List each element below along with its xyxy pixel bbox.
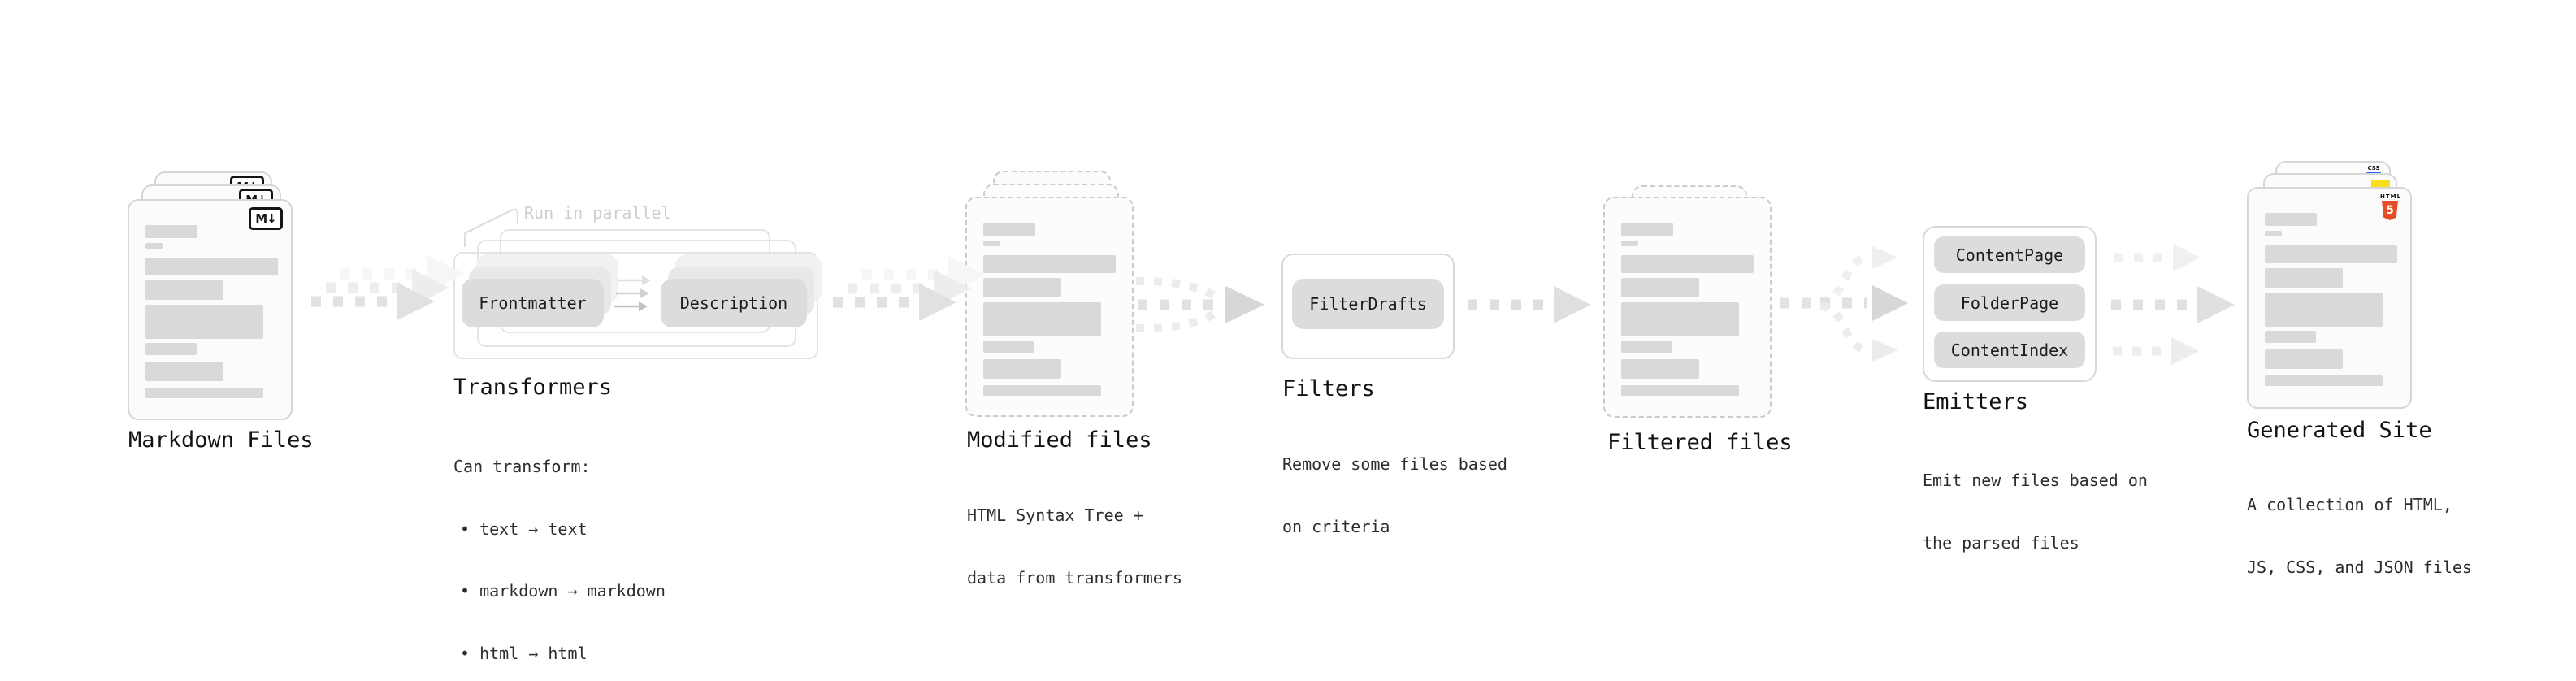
generated-site-description: A collection of HTML, JS, CSS, and JSON … — [2247, 453, 2472, 619]
text-placeholder-bar — [145, 243, 163, 249]
html5-icon: HTML 5 — [2380, 194, 2400, 220]
css-icon-label: CSS — [2367, 165, 2380, 171]
transformers-bullet: • html → html — [460, 643, 588, 663]
text-placeholder-bar — [1621, 302, 1739, 336]
text-placeholder-bar — [2265, 245, 2397, 263]
html5-icon-word: HTML — [2380, 193, 2402, 200]
arrow-markdown-to-transformers — [311, 255, 464, 320]
emitters-frame — [1923, 226, 2097, 382]
text-placeholder-bar — [145, 258, 278, 275]
filters-description: Remove some files based on criteria — [1282, 413, 1507, 579]
arrow-transformers-to-modified — [833, 256, 986, 321]
text-placeholder-bar — [2265, 213, 2317, 226]
text-placeholder-bar — [1621, 241, 1638, 246]
text-placeholder-bar — [145, 362, 223, 381]
filters-frame — [1281, 254, 1455, 359]
text-placeholder-bar — [983, 241, 1000, 246]
emitters-description: Emit new files based on the parsed files — [1923, 429, 2148, 595]
folderpage-pill: FolderPage — [1934, 284, 2085, 321]
generated-site-label: Generated Site — [2247, 418, 2432, 443]
modified-files-label: Modified files — [967, 427, 1152, 453]
modified-files-desc-line: HTML Syntax Tree + — [967, 505, 1143, 525]
run-in-parallel-annotation: Run in parallel — [524, 203, 671, 223]
modified-files-description: HTML Syntax Tree + data from transformer… — [967, 464, 1182, 630]
text-placeholder-bar — [2265, 349, 2343, 369]
filters-title: Filters — [1282, 376, 1375, 401]
text-placeholder-bar — [1621, 385, 1739, 396]
text-placeholder-bar — [145, 388, 263, 398]
filters-desc-line: Remove some files based — [1282, 454, 1507, 474]
text-placeholder-bar — [2265, 293, 2383, 327]
transformers-title: Transformers — [453, 375, 613, 400]
text-placeholder-bar — [1621, 340, 1672, 353]
modified-files-desc-line: data from transformers — [967, 567, 1182, 588]
text-placeholder-bar — [983, 302, 1101, 336]
text-placeholder-bar — [145, 305, 263, 339]
modified-file-card-front — [965, 197, 1134, 417]
text-placeholder-bar — [1621, 278, 1699, 297]
text-placeholder-bar — [1621, 223, 1673, 236]
text-placeholder-bar — [2265, 268, 2343, 288]
html5-icon-shield: 5 — [2382, 201, 2398, 220]
markdown-icon: M↓ — [249, 207, 283, 230]
text-placeholder-bar — [2265, 375, 2383, 386]
filterdrafts-pill: FilterDrafts — [1292, 279, 1444, 329]
generated-site-desc-line: A collection of HTML, — [2247, 495, 2452, 514]
text-placeholder-bar — [983, 359, 1061, 379]
text-placeholder-bar — [983, 255, 1116, 273]
text-placeholder-bar — [983, 278, 1061, 297]
text-placeholder-bar — [145, 225, 197, 238]
text-placeholder-bar — [983, 385, 1101, 396]
markdown-file-card-front: M↓ — [128, 199, 293, 420]
generated-site-desc-line: JS, CSS, and JSON files — [2247, 557, 2472, 577]
text-placeholder-bar — [1621, 255, 1754, 273]
filters-desc-line: on criteria — [1282, 516, 1390, 536]
text-placeholder-bar — [983, 223, 1035, 236]
text-placeholder-bar — [2265, 331, 2316, 343]
text-placeholder-bar — [145, 343, 197, 355]
contentindex-pill: ContentIndex — [1934, 332, 2085, 368]
arrow-filters-to-filtered — [1468, 286, 1591, 323]
arrow-emitters-to-generated — [2111, 244, 2235, 365]
text-placeholder-bar — [2265, 231, 2282, 236]
markdown-files-label: Markdown Files — [128, 427, 314, 453]
transformers-bullet: • markdown → markdown — [460, 581, 666, 601]
emitters-desc-line: Emit new files based on — [1923, 471, 2148, 490]
text-placeholder-bar — [145, 280, 223, 300]
filtered-files-label: Filtered files — [1607, 430, 1793, 455]
contentpage-pill: ContentPage — [1934, 236, 2085, 273]
frontmatter-pill: Frontmatter — [462, 279, 604, 327]
transformers-desc-heading: Can transform: — [453, 457, 591, 476]
emitters-desc-line: the parsed files — [1923, 532, 2079, 553]
text-placeholder-bar — [983, 340, 1034, 353]
description-pill: Description — [661, 279, 807, 327]
transformers-bullet: • text → text — [460, 518, 588, 539]
arrow-modified-to-filters — [1135, 276, 1264, 333]
filtered-file-card-front — [1603, 197, 1772, 418]
transformers-description: Can transform: • text → text • markdown … — [453, 415, 666, 681]
generated-html-file-card: HTML 5 — [2247, 187, 2412, 409]
text-placeholder-bar — [1621, 359, 1699, 379]
arrow-filtered-to-emitters — [1780, 246, 1908, 362]
emitters-title: Emitters — [1923, 389, 2029, 414]
